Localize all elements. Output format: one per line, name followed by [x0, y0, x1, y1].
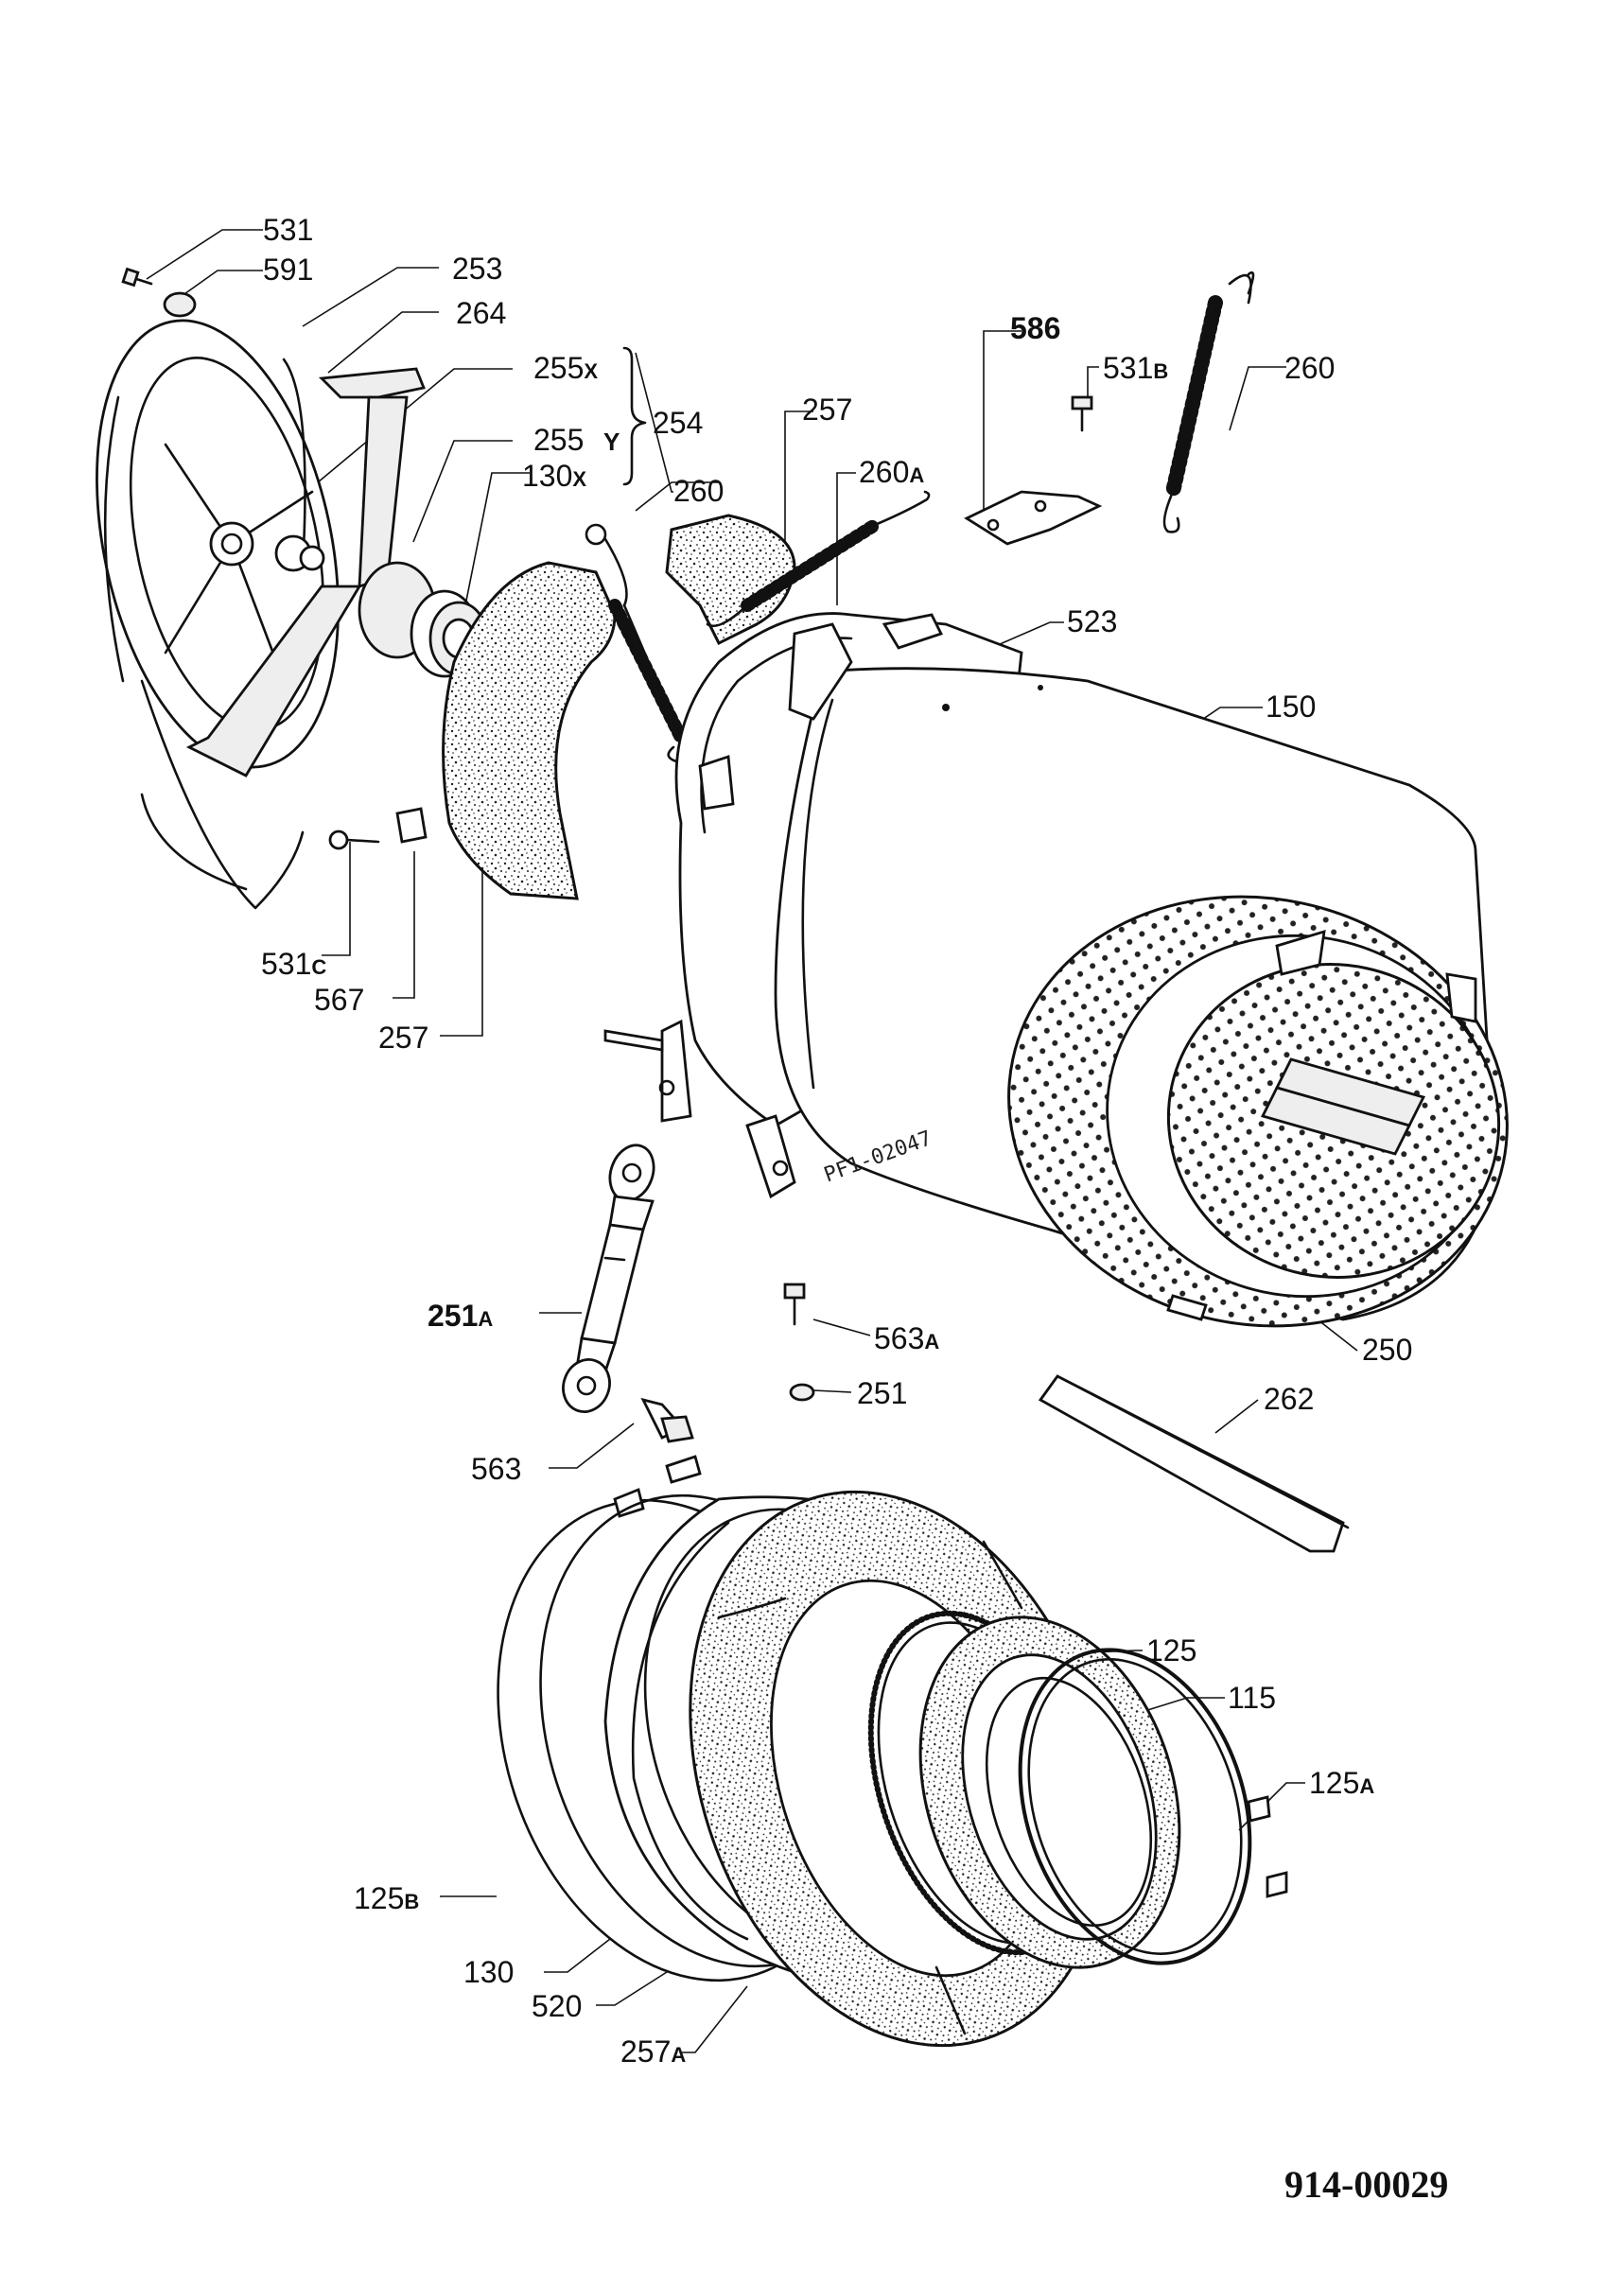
washer-591	[163, 291, 197, 318]
label-251: 251	[857, 1376, 908, 1410]
label-125b: 125B	[354, 1881, 420, 1915]
plate-567	[395, 807, 428, 844]
label-567: 567	[314, 983, 365, 1017]
label-254: 254	[653, 406, 704, 440]
label-586: 586	[1010, 311, 1061, 345]
label-130: 130	[463, 1955, 515, 1989]
bracket-254	[622, 346, 647, 486]
screw-531	[121, 267, 153, 288]
label-260-right: 260	[1284, 351, 1336, 385]
label-115: 115	[1228, 1681, 1277, 1715]
label-563: 563	[471, 1452, 522, 1486]
label-257-top: 257	[802, 393, 853, 427]
label-130x: 130X	[522, 459, 587, 493]
label-591: 591	[263, 253, 314, 287]
label-531: 531	[263, 213, 314, 247]
label-y: Y	[603, 428, 620, 456]
screw-531c	[328, 829, 380, 850]
washer-251	[789, 1383, 815, 1402]
label-150: 150	[1266, 690, 1317, 724]
screw-531b	[1071, 395, 1093, 432]
label-260a: 260A	[859, 455, 925, 489]
label-563a: 563A	[874, 1321, 940, 1355]
shock-absorber-251a	[562, 1144, 655, 1413]
label-257-left: 257	[378, 1021, 429, 1055]
counterweight-257-left	[442, 561, 617, 900]
label-260-left: 260	[673, 474, 725, 508]
label-253: 253	[452, 252, 503, 286]
label-531b: 531B	[1103, 351, 1169, 385]
label-523: 523	[1067, 604, 1118, 638]
label-250: 250	[1362, 1333, 1413, 1367]
label-251a: 251A	[428, 1299, 494, 1333]
label-531c: 531C	[261, 947, 327, 981]
bracket-586	[964, 490, 1103, 546]
tub-and-drum	[603, 612, 1509, 1328]
label-125: 125	[1146, 1633, 1197, 1668]
label-262: 262	[1264, 1382, 1315, 1416]
screw-563a	[783, 1283, 806, 1326]
label-255x: 255X	[533, 351, 599, 385]
label-125a: 125A	[1309, 1766, 1375, 1800]
counterweight-257-top	[665, 514, 796, 646]
spring-260-right	[1162, 271, 1255, 533]
label-255: 255	[533, 423, 585, 457]
spring-260a	[706, 490, 931, 628]
front-assembly	[497, 1455, 1288, 2048]
label-257a: 257A	[620, 2034, 687, 2069]
label-520: 520	[532, 1989, 583, 2023]
bolt-563	[640, 1397, 694, 1443]
label-264: 264	[456, 296, 507, 330]
baffle-262	[1038, 1374, 1345, 1553]
drawing-number: 914-00029	[1284, 2163, 1449, 2206]
leader-lines	[146, 229, 1358, 2053]
